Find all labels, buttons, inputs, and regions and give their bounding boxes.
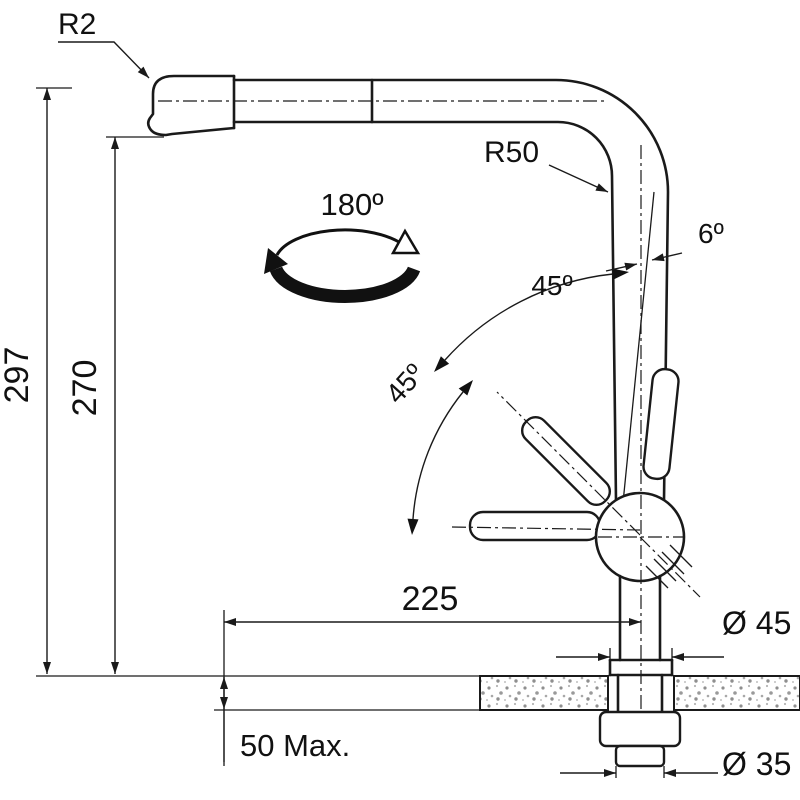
label-hole-diameter: Ø 35 [722,746,791,782]
rotation-arrowhead-hollow [390,228,421,255]
spray-head [146,74,236,137]
label-angle-upper: 45º [531,270,572,301]
rotation-arrow [264,228,421,303]
label-height-spout: 270 [66,360,104,417]
countertop [479,675,800,711]
label-max-thickness: 50 Max. [240,728,350,763]
countertop-right [673,675,800,711]
section-hatch [645,544,693,589]
angle-arcs [407,252,683,535]
label-r50: R50 [484,136,539,169]
rotation-band [269,266,421,303]
spout-outer-edge [232,78,670,502]
rotation-top-arc [275,228,400,256]
label-tilt: 6º [698,218,724,249]
label-angle-lower: 45º [380,358,431,409]
hose-tail [614,744,666,768]
label-base-diameter: Ø 45 [722,605,791,641]
arc-45-upper [444,273,614,361]
labels: R2 R50 180º 6º 45º 45º 297 270 225 Ø 45 … [0,8,791,782]
r2-leader [58,41,150,79]
label-height-total: 297 [0,347,36,404]
dimension-lines [36,41,724,778]
rotation-arrowhead-solid [264,248,288,274]
tilt-arrow-right [651,252,683,262]
lever-axes [451,391,701,598]
mounting-nut [598,710,682,748]
tilt-reference-line [619,191,655,534]
faucet-outline [146,74,670,503]
arc-45-lower [412,391,464,520]
label-reach: 225 [402,580,459,618]
lever-horizontal-position [468,510,602,542]
label-rotation: 180º [320,187,383,222]
tilt-arrow-left [605,262,638,272]
label-r2: R2 [58,8,96,41]
faucet-base [598,574,682,768]
lever-up-position [642,367,680,481]
spout-inner-edge [232,120,618,503]
r50-leader [548,164,609,193]
countertop-left [479,675,609,711]
